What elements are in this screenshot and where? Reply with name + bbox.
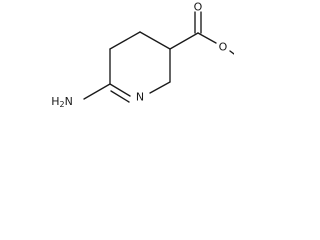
- ring-bond-n-c6: [109, 83, 131, 97]
- ring-nitrogen-label: N: [136, 91, 144, 104]
- ring-bond-c3-c2: [139, 31, 171, 50]
- ester-oxygen-label: O: [219, 41, 228, 54]
- ring-double-bond-n-c6: [110, 90, 130, 103]
- ester-bond-oxygen-methyl: [229, 50, 234, 55]
- ring-bond-c1-n: [149, 81, 171, 94]
- ester-bond-ring-carbonyl: [169, 32, 199, 50]
- ester-bond-carbonyl-oxygen: [197, 32, 217, 44]
- chemical-structure: O O N H2N: [51, 1, 234, 109]
- carbonyl-oxygen-label: O: [194, 1, 203, 14]
- amine-bond: [83, 83, 111, 100]
- ring-bond-c4-c3: [109, 31, 141, 50]
- amino-group-label: H2N: [51, 95, 73, 109]
